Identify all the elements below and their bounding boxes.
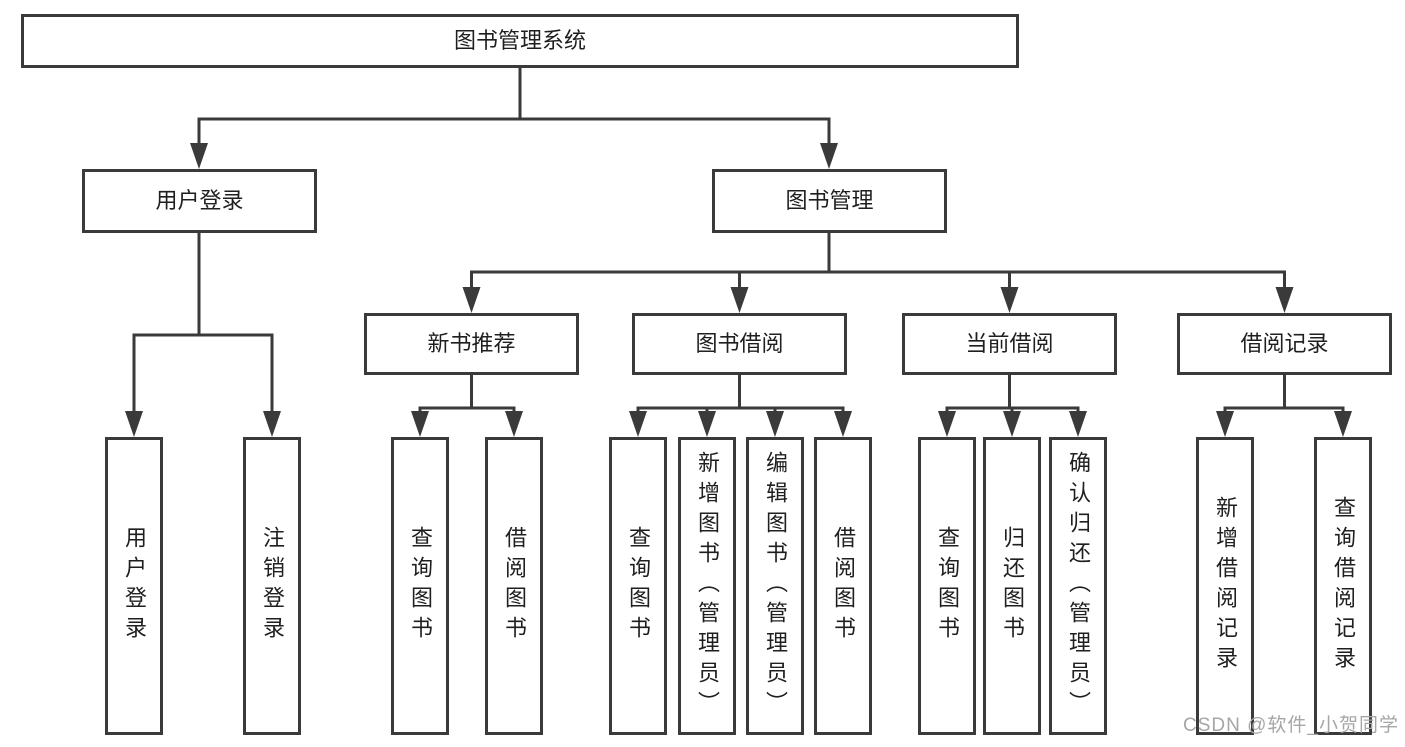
node-label: 当前借阅 — [965, 331, 1054, 356]
arrowhead-icons — [125, 143, 1352, 437]
node-label: 编辑图书（管理员） — [763, 451, 788, 721]
leaf-add-borrow-record: 新增借阅记录 — [1196, 437, 1254, 735]
node-label: 图书管理 — [785, 188, 874, 213]
leaf-query-books-recommend: 查询图书 — [391, 437, 449, 735]
leaf-confirm-return-admin: 确认归还（管理员） — [1049, 437, 1107, 735]
node-new-book-recommend: 新书推荐 — [364, 313, 579, 375]
leaf-borrow-books-borrowing: 借阅图书 — [814, 437, 872, 735]
node-label: 借阅记录 — [1240, 331, 1329, 356]
leaf-borrow-books-recommend: 借阅图书 — [485, 437, 543, 735]
node-label: 用户登录 — [155, 188, 244, 213]
node-label: 查询图书 — [408, 526, 433, 646]
node-label: 查询图书 — [935, 526, 960, 646]
node-book-management: 图书管理 — [712, 169, 947, 233]
csdn-watermark: CSDN @软件_小贺同学 — [1183, 715, 1399, 736]
node-label: 查询图书 — [626, 526, 651, 646]
leaf-query-borrow-record: 查询借阅记录 — [1314, 437, 1372, 735]
node-book-borrowing: 图书借阅 — [632, 313, 847, 375]
leaf-logout: 注销登录 — [243, 437, 301, 735]
node-label: 借阅图书 — [502, 526, 527, 646]
leaf-query-books-current: 查询图书 — [918, 437, 976, 735]
leaf-query-books-borrowing: 查询图书 — [609, 437, 667, 735]
node-library-system-root: 图书管理系统 — [21, 14, 1019, 68]
node-label: 注销登录 — [260, 526, 285, 646]
node-label: 新增借阅记录 — [1213, 496, 1238, 676]
node-label: 查询借阅记录 — [1331, 496, 1356, 676]
node-label: 新书推荐 — [427, 331, 516, 356]
node-label: 借阅图书 — [831, 526, 856, 646]
leaf-edit-book-admin: 编辑图书（管理员） — [746, 437, 804, 735]
node-label: 用户登录 — [122, 526, 147, 646]
node-borrowing-records: 借阅记录 — [1177, 313, 1392, 375]
node-label: 归还图书 — [1000, 526, 1025, 646]
node-label: 新增图书（管理员） — [695, 451, 720, 721]
node-label: 图书借阅 — [695, 331, 784, 356]
node-user-login: 用户登录 — [82, 169, 317, 233]
node-current-borrowing: 当前借阅 — [902, 313, 1117, 375]
node-label: 确认归还（管理员） — [1066, 451, 1091, 721]
leaf-add-book-admin: 新增图书（管理员） — [678, 437, 736, 735]
node-label: 图书管理系统 — [453, 28, 586, 53]
leaf-user-login: 用户登录 — [105, 437, 163, 735]
leaf-return-books: 归还图书 — [983, 437, 1041, 735]
